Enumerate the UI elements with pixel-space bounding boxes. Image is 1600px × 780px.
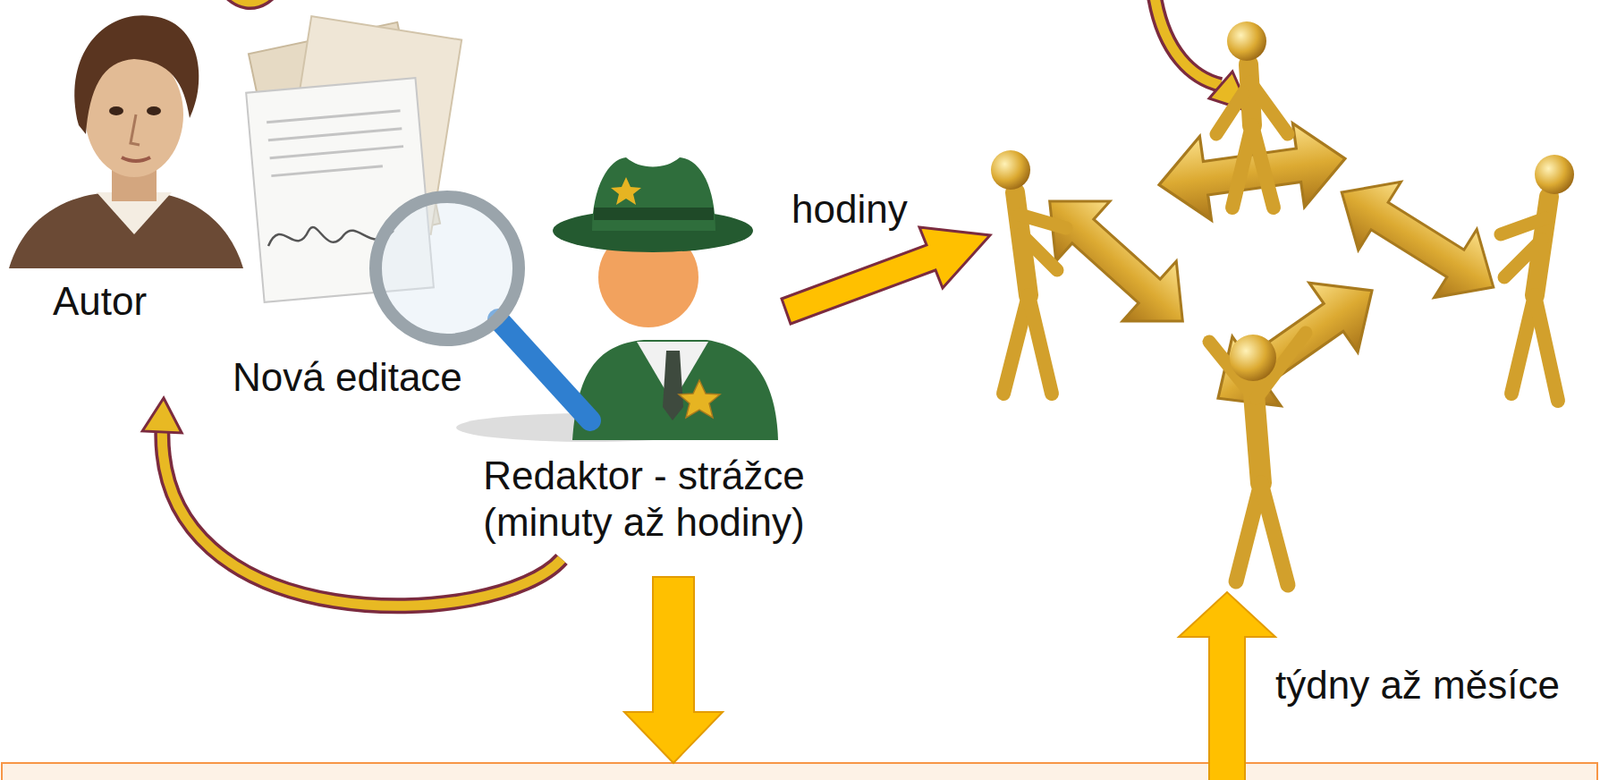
author-portrait [8, 15, 244, 269]
author-portrait-part [109, 106, 124, 116]
magnifier-icon-part [375, 196, 519, 340]
down-arrow [624, 576, 723, 763]
magnifier-icon-part [498, 319, 591, 421]
team-illustration [990, 21, 1575, 585]
bottom-panel [1, 762, 1598, 780]
curved-arrow-part [219, 0, 280, 2]
team-illustration-part-part [1261, 482, 1288, 585]
papers-icon-part [266, 110, 406, 177]
papers-icon-part-part [270, 166, 383, 177]
team-illustration-part-part [1019, 214, 1067, 229]
team-illustration-part [1229, 334, 1277, 381]
papers-icon-part-part [270, 146, 404, 159]
hours-arrow [781, 227, 991, 324]
editor-detective-part [610, 177, 642, 205]
editor-detective-part [662, 350, 684, 421]
arrow-head [142, 397, 182, 433]
author-portrait-part [130, 114, 140, 145]
curved-arrow [219, 0, 1251, 112]
team-illustration-part [1152, 117, 1351, 228]
editor-detective-part [678, 380, 720, 418]
team-illustration-part [990, 150, 1031, 190]
team-illustration-part [1227, 21, 1267, 61]
team-illustration-part [1534, 154, 1575, 195]
author-portrait-part [8, 192, 244, 269]
editor-figure: Redaktor - strážce (minuty až hodiny) [465, 147, 823, 559]
edit-label: Nová editace [232, 354, 463, 401]
author-portrait-part [121, 157, 151, 161]
node-label: Redaktor - strážce (minuty až hodiny) [465, 452, 823, 546]
editor-detective-part [572, 339, 779, 441]
node-label: Autor [52, 278, 259, 325]
team-illustration-part [1193, 255, 1397, 433]
curved-arrow-part [1153, 0, 1221, 85]
editor-detective-part [593, 207, 714, 221]
duration-label: týdny až měsíce [1275, 661, 1560, 709]
team-illustration-part-part [1252, 125, 1274, 208]
up-arrow [1178, 592, 1276, 780]
team-illustration-part-part [1028, 295, 1052, 394]
editor-detective-part [592, 157, 716, 231]
author-figure: Autor [0, 0, 269, 398]
papers-icon-part-part [266, 110, 400, 123]
duration-label: hodiny [791, 186, 908, 233]
curved-arrow-part [1153, 0, 1221, 85]
team-illustration-part-part [1504, 239, 1542, 278]
curved-arrow-part [219, 0, 280, 2]
author-portrait-part [146, 106, 161, 116]
team-illustration-part-part [1534, 295, 1558, 401]
team-illustration-part-part [1500, 218, 1546, 235]
team-illustration-part-part [1021, 234, 1058, 271]
team-illustration-part [1003, 64, 1558, 585]
papers-icon-part-part [268, 128, 402, 141]
